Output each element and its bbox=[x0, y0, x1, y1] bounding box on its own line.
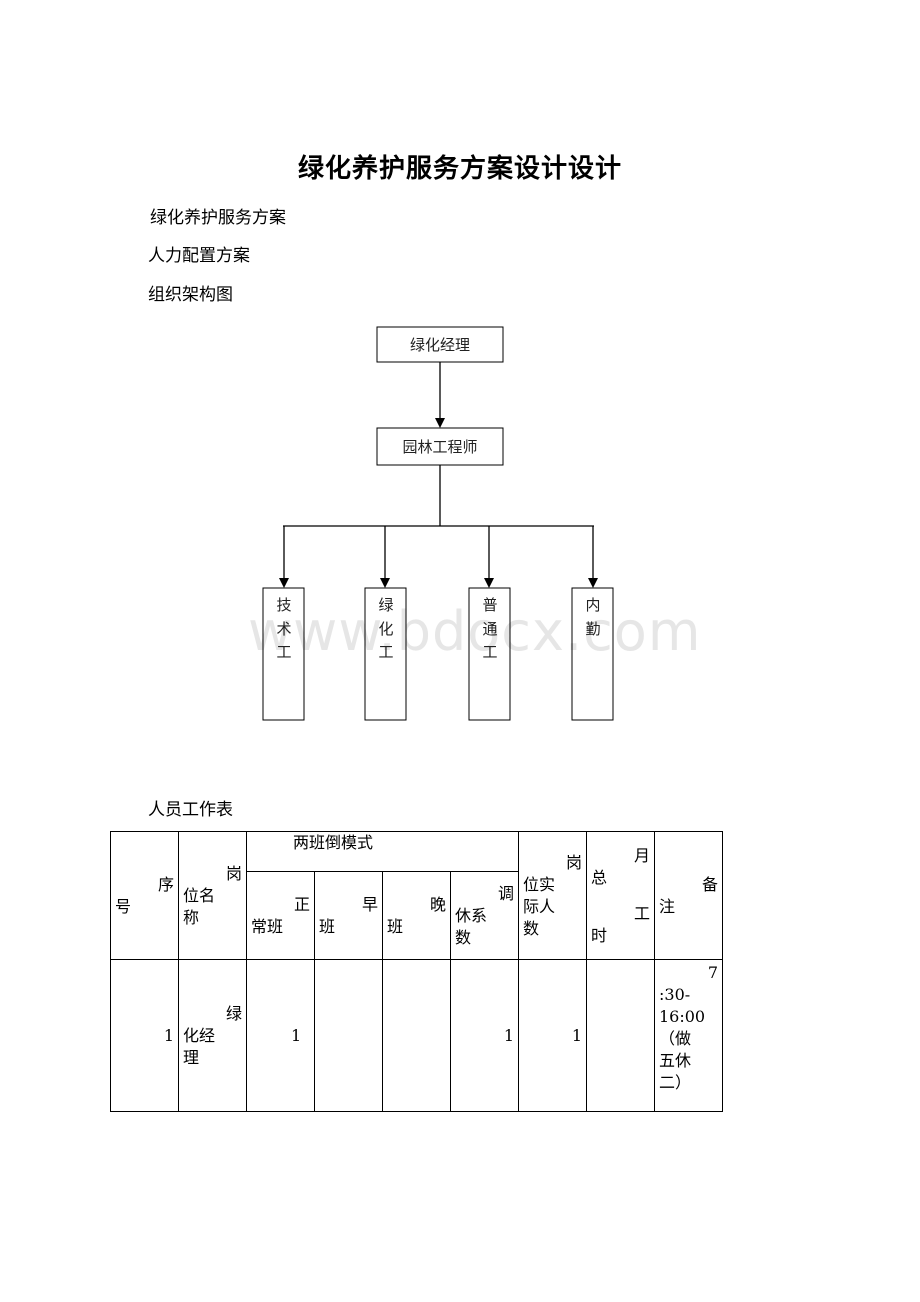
org-node-general-worker: 普 通 工 bbox=[468, 587, 511, 721]
staff-work-table: 序 号 岗 位名 称 两班倒模式 岗 位实 际人 数 月 总 工 时 备 注 正… bbox=[110, 831, 723, 1112]
section-heading-plan: 绿化养护服务方案 bbox=[150, 208, 286, 228]
header-note: 备 注 bbox=[654, 831, 723, 960]
arrow-down-icon bbox=[279, 578, 289, 588]
org-chart: 绿化经理 园林工程师 技 术 工 绿 化 工 普 通 工 内 勤 bbox=[262, 326, 614, 721]
header-actual-staff: 岗 位实 际人 数 bbox=[518, 831, 587, 960]
table-row: 1 绿 化经 理 1 1 1 7 :30- 16:00 （做 五休 二） bbox=[110, 959, 723, 1112]
svg-text:普: 普 bbox=[482, 596, 497, 614]
org-node-gardener: 绿 化 工 bbox=[364, 587, 407, 721]
header-normal-shift: 正 常班 bbox=[246, 871, 315, 960]
svg-text:绿: 绿 bbox=[378, 596, 393, 614]
cell-late-shift bbox=[382, 959, 451, 1112]
watermark: www.bdocx.com bbox=[248, 600, 702, 663]
cell-normal-shift: 1 bbox=[246, 959, 315, 1112]
org-node-engineer-label: 园林工程师 bbox=[402, 438, 477, 456]
document-title: 绿化养护服务方案设计设计 bbox=[297, 154, 622, 184]
svg-text:术: 术 bbox=[276, 620, 291, 638]
org-node-technician: 技 术 工 bbox=[262, 587, 305, 721]
org-node-engineer: 园林工程师 bbox=[376, 427, 504, 466]
section-heading-staff-table: 人员工作表 bbox=[148, 800, 233, 820]
cell-actual-staff: 1 bbox=[518, 959, 587, 1112]
arrow-down-icon bbox=[588, 578, 598, 588]
cell-monthly-hours bbox=[586, 959, 655, 1112]
svg-text:工: 工 bbox=[378, 643, 393, 661]
svg-text:工: 工 bbox=[482, 643, 497, 661]
header-monthly-hours: 月 总 工 时 bbox=[586, 831, 655, 960]
header-rest-coefficient: 调 休系 数 bbox=[450, 871, 519, 960]
header-late-shift: 晚 班 bbox=[382, 871, 451, 960]
org-node-manager: 绿化经理 bbox=[376, 326, 504, 363]
svg-text:技: 技 bbox=[276, 596, 291, 614]
arrow-down-icon bbox=[435, 418, 445, 428]
cell-note: 7 :30- 16:00 （做 五休 二） bbox=[654, 959, 723, 1112]
svg-text:化: 化 bbox=[378, 620, 393, 638]
svg-text:工: 工 bbox=[276, 643, 291, 661]
arrow-down-icon bbox=[380, 578, 390, 588]
svg-text:内: 内 bbox=[585, 596, 600, 614]
header-seq: 序 号 bbox=[110, 831, 179, 960]
cell-position: 绿 化经 理 bbox=[178, 959, 247, 1112]
arrow-down-icon bbox=[484, 578, 494, 588]
cell-seq: 1 bbox=[110, 959, 179, 1112]
header-early-shift: 早 班 bbox=[314, 871, 383, 960]
org-node-office-staff: 内 勤 bbox=[571, 587, 614, 721]
header-position: 岗 位名 称 bbox=[178, 831, 247, 960]
org-node-manager-label: 绿化经理 bbox=[410, 336, 470, 354]
cell-rest-coefficient: 1 bbox=[450, 959, 519, 1112]
svg-text:通: 通 bbox=[482, 620, 497, 638]
cell-early-shift bbox=[314, 959, 383, 1112]
section-heading-staffing: 人力配置方案 bbox=[148, 246, 250, 266]
svg-text:勤: 勤 bbox=[585, 620, 600, 638]
header-two-shift-mode: 两班倒模式 bbox=[246, 831, 519, 872]
section-heading-org-chart: 组织架构图 bbox=[148, 285, 233, 305]
